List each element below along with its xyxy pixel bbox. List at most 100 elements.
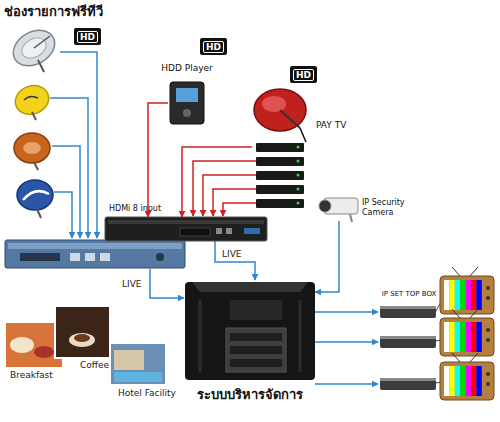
hdd-player: [170, 82, 204, 124]
television: [470, 353, 478, 362]
hdmi-encoder: [216, 228, 222, 234]
television: [452, 353, 460, 362]
television: [440, 309, 494, 356]
satellite-dish: [23, 191, 49, 200]
television: [486, 372, 490, 376]
modulator-unit: [100, 253, 110, 261]
server-case: [185, 282, 315, 380]
hdmi-wire: [193, 161, 256, 216]
node-label: HD: [203, 41, 224, 53]
television: [486, 382, 490, 386]
television: [460, 280, 465, 310]
server-case: [299, 300, 302, 372]
receiver-box: [256, 157, 304, 166]
hdmi-encoder: [108, 220, 264, 224]
node-label: HD: [77, 31, 98, 43]
television: [452, 309, 460, 318]
signal-connector: [315, 383, 378, 385]
server-case: [192, 282, 308, 292]
free-label: LIVE: [122, 279, 142, 289]
television: [470, 267, 478, 276]
set-top-box-node: IP SET TOP BOX: [378, 300, 440, 400]
signal-connector: [148, 103, 168, 217]
television: [444, 366, 449, 396]
television: [440, 276, 494, 314]
server-case: [230, 300, 282, 320]
server-node: ระบบบริหารจัดการ: [185, 280, 315, 380]
television: [486, 328, 490, 332]
set-top-box: [380, 306, 436, 318]
satellite-dish: [7, 23, 61, 218]
pay-tv-dish: [254, 89, 306, 142]
node-label: PAY TV: [316, 120, 346, 130]
hd-badge: HD: [290, 66, 317, 83]
pay-tv-dish: [280, 110, 300, 128]
set-top-box: [380, 378, 436, 381]
satellite-dish: [17, 180, 53, 210]
signal-connector: [182, 147, 252, 217]
hotel-photo: [110, 343, 166, 385]
diagram-title: ช่องรายการฟรีทีวี: [4, 1, 103, 22]
hdmi-encoder: [105, 217, 267, 241]
hdmi-wire: [193, 161, 256, 216]
modulator-unit: [70, 253, 80, 261]
hdmi-wire: [203, 175, 256, 216]
pay-tv-dish: [254, 89, 306, 131]
hotel-photo: [69, 333, 95, 347]
television: [440, 267, 494, 314]
node-label: HDMi 8 input: [109, 204, 161, 213]
hd-badge: HD: [74, 28, 101, 45]
satellite-dish: [24, 96, 38, 100]
satellite-dish: [14, 133, 50, 163]
television: [476, 280, 481, 310]
signal-wire: [50, 98, 88, 238]
television: [470, 309, 478, 318]
hdd-player: [170, 82, 204, 124]
satellite-dish: [38, 60, 44, 72]
television: [471, 280, 476, 310]
satellite-dish: [18, 34, 50, 63]
satellite-dish: [32, 112, 36, 120]
server-case: [199, 300, 202, 372]
signal-wire: [60, 52, 97, 238]
pay-tv-dish: [262, 96, 286, 112]
modulator-unit: [8, 243, 182, 249]
satellite-dish: [23, 142, 41, 154]
free-label: Hotel Facility: [118, 388, 176, 398]
hdmi-encoder: [226, 228, 232, 234]
hdd-player: [183, 109, 191, 117]
television: [449, 322, 454, 352]
server-case: [230, 346, 282, 354]
free-label: Coffee: [80, 360, 109, 370]
set-top-box: [380, 336, 436, 348]
hdmi-encoder: [180, 228, 210, 236]
television: [476, 322, 481, 352]
node-label: HD: [293, 69, 314, 81]
node-label: HDD Player: [154, 63, 220, 73]
node-label: IP Security Camera: [362, 198, 416, 218]
television: [460, 366, 465, 396]
hdmi-wire: [213, 189, 256, 216]
receiver-box: [256, 143, 304, 152]
set-top-box: [380, 378, 436, 390]
television: [476, 366, 481, 396]
receiver-box: [297, 202, 300, 205]
television: [455, 366, 460, 396]
hotel-photo: [114, 372, 162, 382]
device-node: HDD Player: [168, 80, 206, 126]
television: [440, 353, 494, 400]
server-case: [230, 333, 282, 341]
security-camera: [350, 214, 352, 222]
security-camera: [319, 200, 331, 212]
modulator-unit: [5, 240, 185, 268]
signal-wire: [150, 269, 184, 298]
television: [466, 280, 471, 310]
hd-badge: HD: [200, 38, 227, 55]
satellite-dish: [34, 162, 38, 170]
security-camera: [319, 198, 358, 222]
hdmi-wire: [223, 203, 256, 216]
receiver-box: [297, 160, 300, 163]
television: [486, 296, 490, 300]
